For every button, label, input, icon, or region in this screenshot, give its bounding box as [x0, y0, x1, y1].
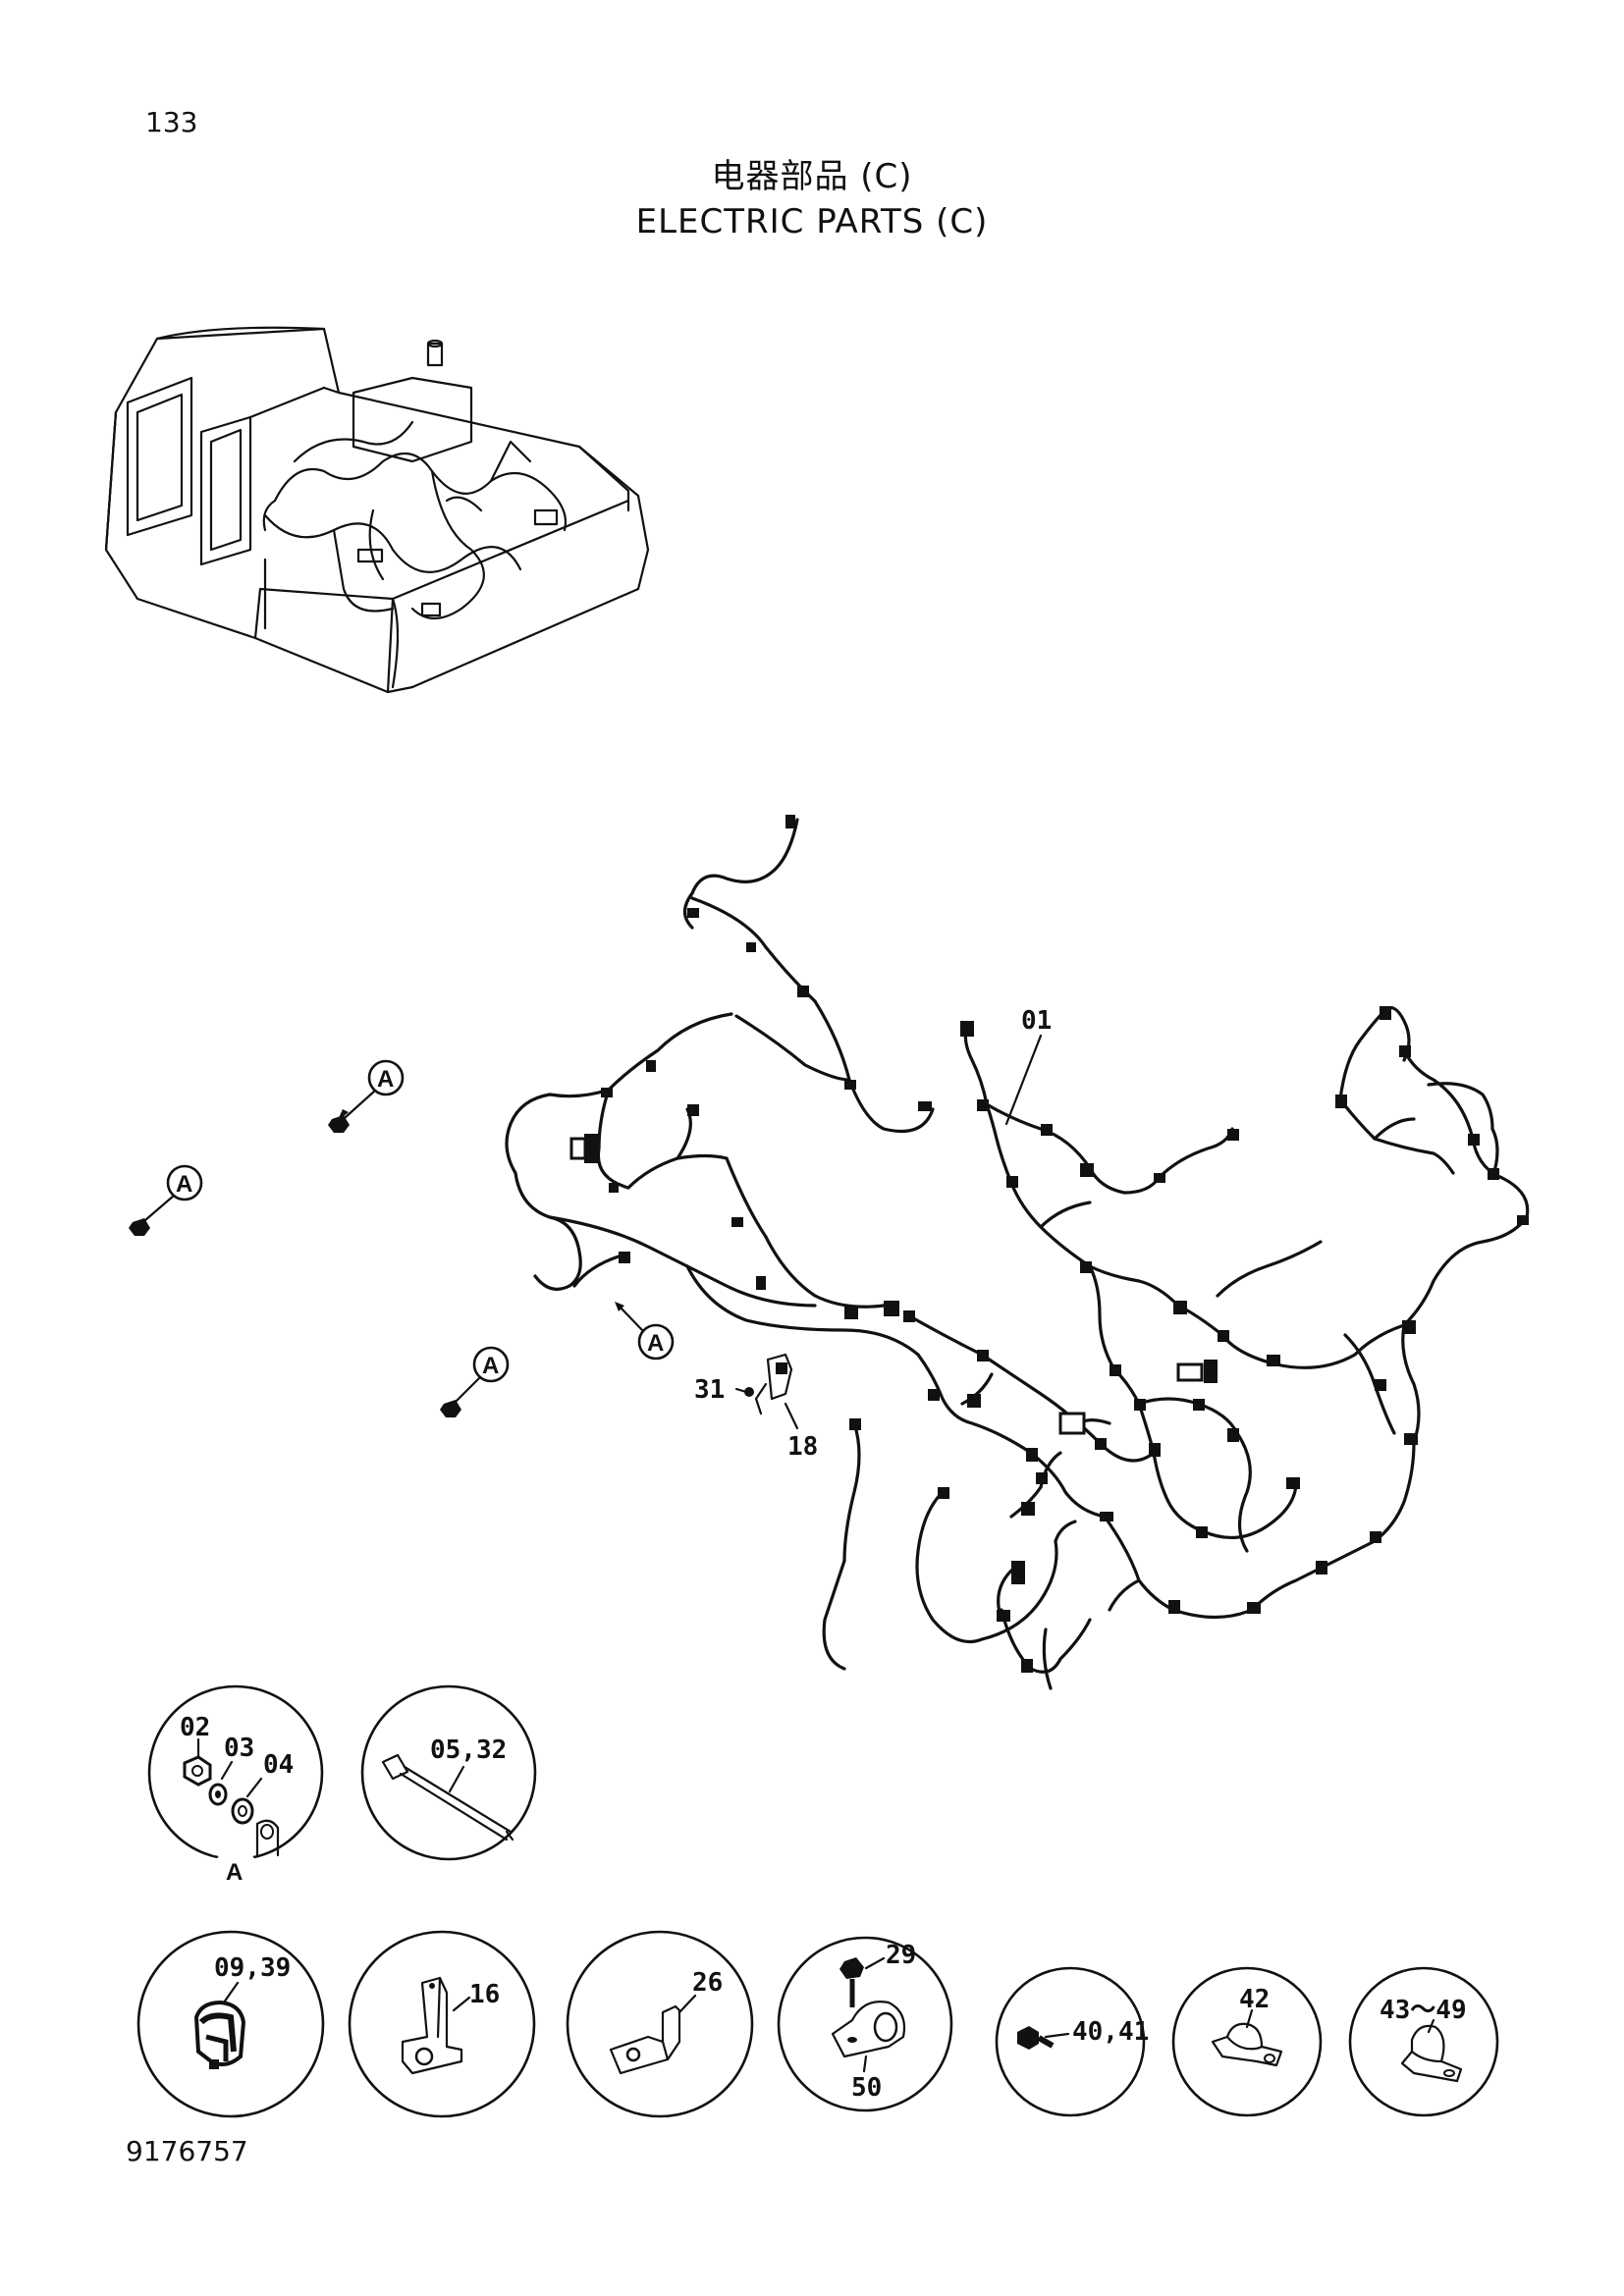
wiring-harness: 01 — [505, 815, 1530, 1690]
detail-nut-washers: 02 03 04 A — [147, 1684, 324, 1886]
detail-clamp-29-50: 29 50 — [777, 1936, 953, 2112]
relay-assembly: 31 18 — [694, 1353, 818, 1462]
page-number: 133 — [145, 106, 198, 138]
detail-bolt: 40,41 — [995, 1966, 1149, 2117]
excavator-overview — [104, 326, 650, 694]
ref-a-callouts: A A A A — [129, 1059, 675, 1417]
part-02-label: 02 — [180, 1713, 210, 1742]
ref-a-label: A — [176, 1171, 192, 1198]
page-title-chinese: 电器部品 (C) — [711, 157, 913, 196]
part-09-39-label: 09,39 — [214, 1953, 291, 1983]
part-26-label: 26 — [692, 1968, 723, 1998]
part-16-label: 16 — [469, 1980, 500, 2009]
detail-a-label: A — [226, 1859, 243, 1886]
harness-leader-line — [1004, 1034, 1043, 1126]
detail-clamp-43-49: 43～49 — [1348, 1966, 1499, 2117]
detail-cable-tie: 05,32 — [360, 1684, 537, 1861]
document-code: 9176757 — [126, 2135, 248, 2167]
part-03-label: 03 — [224, 1734, 254, 1763]
part-50-label: 50 — [851, 2073, 882, 2103]
part-29-label: 29 — [886, 1941, 916, 1970]
part-40-41-label: 40,41 — [1072, 2017, 1149, 2047]
ref-a-label: A — [647, 1330, 664, 1357]
harness-label: 01 — [1021, 1006, 1052, 1036]
detail-clip: 09,39 — [136, 1930, 325, 2118]
part-43-49-label: 43～49 — [1380, 1996, 1467, 2025]
part-18-label: 18 — [787, 1432, 818, 1462]
detail-bracket-26: 26 — [566, 1930, 754, 2118]
ref-a-label: A — [482, 1353, 499, 1379]
ref-a-label: A — [377, 1066, 394, 1093]
part-05-32-label: 05,32 — [430, 1735, 507, 1765]
detail-bracket-16: 16 — [348, 1930, 536, 2118]
part-42-label: 42 — [1239, 1985, 1270, 2014]
page-title-english: ELECTRIC PARTS (C) — [635, 202, 989, 241]
detail-clamp-42: 42 — [1171, 1966, 1323, 2117]
part-31-label: 31 — [694, 1375, 725, 1405]
part-04-label: 04 — [263, 1750, 294, 1780]
harness-connectors — [569, 815, 1529, 1673]
